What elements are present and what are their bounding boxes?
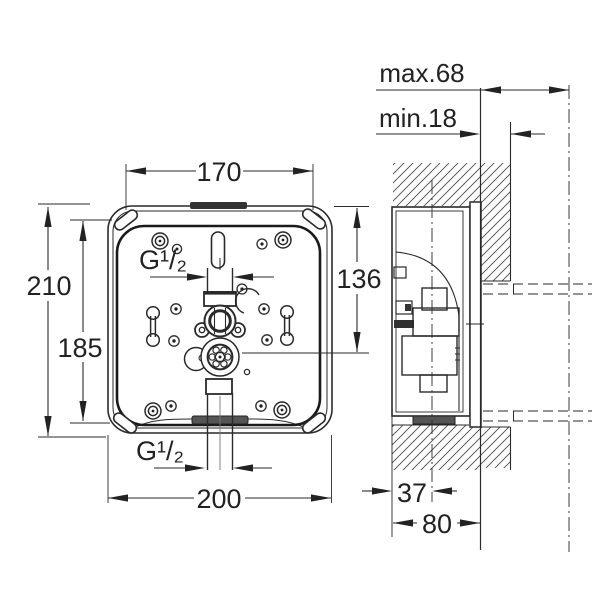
wall-hatch-top-right — [481, 163, 511, 281]
top-tab — [190, 202, 247, 209]
dim-label-overall-height: 210 — [26, 271, 71, 301]
dim-min-18 — [376, 130, 545, 138]
dim-label-top-width: 170 — [196, 157, 241, 187]
dim-80 — [393, 519, 480, 527]
dim-label-outlet-offset: 136 — [336, 264, 381, 294]
front-view: 170 210 185 136 200 G¹/₂ G¹/₂ — [26, 157, 381, 514]
valve-mechanism — [183, 288, 260, 395]
wall-hatch-bottom-right — [481, 427, 511, 468]
mounting-plate-section — [469, 201, 482, 428]
callout-thread-bottom — [154, 464, 272, 472]
bottom-tab-section — [412, 415, 456, 425]
dimension-lines-side — [362, 86, 569, 527]
hook-arc — [235, 288, 260, 314]
fixing-holes — [165, 238, 273, 412]
valve-spline — [208, 346, 232, 368]
wall-hatch-top — [393, 163, 480, 206]
mounting-panel — [115, 224, 322, 427]
back-wall-tabs — [393, 266, 414, 328]
callout-thread-top — [150, 273, 274, 281]
dimension-lines-front — [38, 164, 369, 503]
thread-label-top: G¹/₂ — [139, 245, 187, 275]
dim-37 — [362, 487, 457, 495]
dim-185 — [70, 219, 112, 424]
flange-ring — [208, 309, 232, 333]
corner-slot-bottom-right — [301, 412, 327, 434]
dim-170 — [125, 164, 314, 210]
housing-bottom-profile — [132, 418, 307, 429]
screw-bosses — [144, 231, 292, 420]
valve-outlet-ring — [206, 343, 234, 371]
hidden-pipe-lines — [483, 283, 592, 422]
dim-200 — [107, 435, 332, 503]
dim-label-depth-max: max.68 — [379, 58, 464, 88]
wall-hatch-bottom — [392, 425, 480, 470]
lower-bracket — [205, 378, 233, 395]
dim-max-68 — [376, 86, 569, 94]
supply-pipe — [206, 258, 234, 470]
dim-136 — [242, 206, 369, 354]
side-view: max.68 min.18 37 80 — [362, 58, 592, 552]
top-oblong-hole — [210, 231, 226, 269]
side-slots — [145, 304, 295, 348]
dim-label-depth-min: min.18 — [379, 103, 457, 133]
valve-section — [401, 287, 460, 393]
dim-label-housing-depth: 80 — [422, 509, 452, 539]
dim-label-center-offset: 37 — [397, 478, 427, 508]
dim-label-bottom-width: 200 — [196, 484, 241, 514]
housing-section — [391, 206, 471, 417]
dim-210 — [38, 203, 106, 438]
corner-slot-bottom-left — [112, 412, 138, 434]
dim-label-slot-height: 185 — [57, 333, 102, 363]
corner-slot-top-right — [301, 208, 327, 230]
thread-label-bottom: G¹/₂ — [136, 436, 184, 466]
corner-slot-top-left — [113, 209, 139, 231]
